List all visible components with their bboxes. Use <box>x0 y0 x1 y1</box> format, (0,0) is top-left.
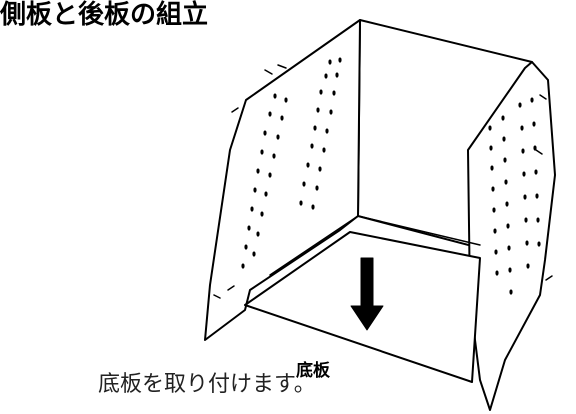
left-panel-holes <box>241 57 342 269</box>
down-arrow <box>350 257 384 331</box>
floor-guide-lines <box>269 215 481 276</box>
left-side-panel <box>204 19 361 341</box>
bottom-plate-label: 底板 <box>296 361 330 381</box>
page-title: 側板と後板の組立 <box>0 0 209 30</box>
right-panel-holes <box>488 97 541 295</box>
instruction-caption: 底板を取り付けます。 <box>98 372 316 397</box>
